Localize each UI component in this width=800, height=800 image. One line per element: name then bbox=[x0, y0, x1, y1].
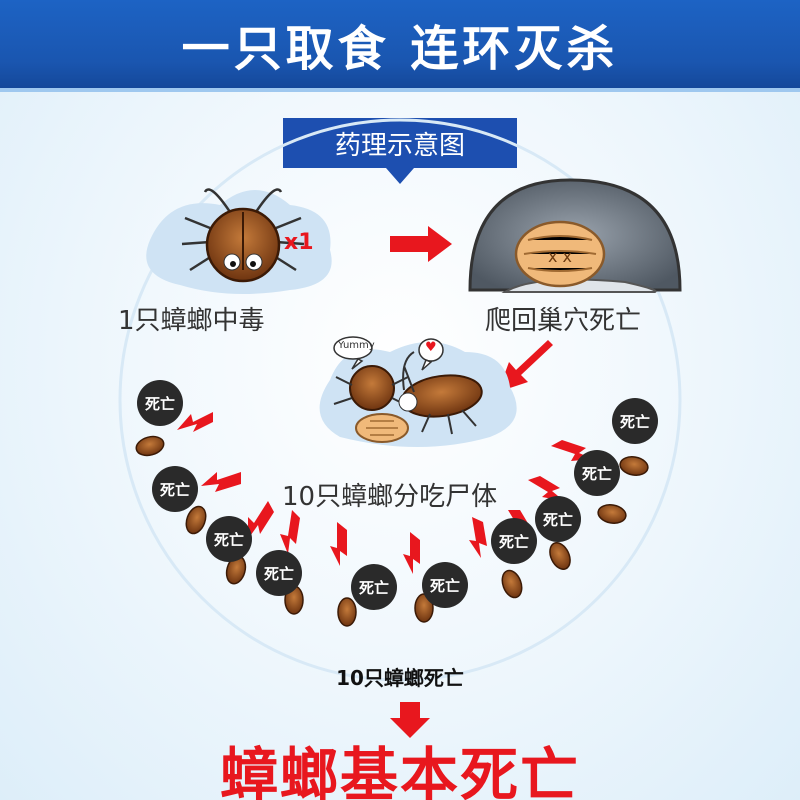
diagram-label-badge: 药理示意图 bbox=[283, 118, 517, 184]
death-badge: 死亡 bbox=[137, 380, 183, 426]
arrow-down-left-icon bbox=[201, 472, 241, 492]
arrow-down-left-icon bbox=[177, 412, 213, 432]
svg-text:x x: x x bbox=[548, 247, 572, 266]
nest-icon: x x bbox=[468, 178, 682, 293]
dead-cockroach-icon bbox=[597, 504, 627, 524]
arrow-down-left-icon bbox=[498, 340, 553, 392]
death-badge: 死亡 bbox=[491, 518, 537, 564]
step1-count: x1 bbox=[284, 230, 314, 255]
death-count-caption: 10只蟑螂死亡 bbox=[336, 666, 464, 690]
header-divider bbox=[0, 88, 800, 92]
death-badge: 死亡 bbox=[206, 516, 252, 562]
death-badge: 死亡 bbox=[612, 398, 658, 444]
dead-cockroach-icon bbox=[135, 435, 165, 457]
arrow-down-icon bbox=[280, 510, 300, 554]
arrow-down-icon bbox=[330, 522, 347, 566]
arrow-down-left-icon bbox=[248, 501, 274, 539]
arrow-down-icon bbox=[403, 532, 420, 574]
death-badge: 死亡 bbox=[152, 466, 198, 512]
eating-cockroaches-icon bbox=[333, 336, 483, 443]
arrow-down-icon bbox=[469, 517, 487, 558]
dead-cockroach-icon bbox=[185, 505, 207, 535]
header-banner: 一只取食 连环灭杀 bbox=[0, 0, 800, 88]
dead-cockroach-icon bbox=[501, 569, 523, 599]
death-badge: 死亡 bbox=[256, 550, 302, 596]
flow-circle-outline bbox=[118, 118, 682, 682]
step2-caption: 爬回巢穴死亡 bbox=[485, 306, 642, 336]
dead-cockroach-icon bbox=[337, 597, 357, 627]
dispersal-arrows bbox=[177, 412, 593, 574]
step3-caption: 10只蟑螂分吃尸体 bbox=[282, 482, 498, 512]
arrow-down-right-icon bbox=[528, 476, 564, 501]
dead-cockroach-icon bbox=[549, 542, 571, 570]
arrow-right-icon bbox=[390, 226, 452, 262]
header-title: 一只取食 连环灭杀 bbox=[181, 21, 619, 77]
death-badge: 死亡 bbox=[574, 450, 620, 496]
death-badge: 死亡 bbox=[535, 496, 581, 542]
arrow-down-icon bbox=[390, 702, 430, 738]
speech-bubble-heart-icon: ♥ bbox=[425, 340, 437, 355]
final-result-text: 蟑螂基本死亡 bbox=[219, 741, 580, 800]
diagram-label-text: 药理示意图 bbox=[334, 130, 465, 161]
speech-bubble-yummy: Yummy bbox=[338, 340, 375, 351]
step1-caption: 1只蟑螂中毒 bbox=[118, 306, 265, 336]
step1-cockroach-icon bbox=[181, 188, 305, 283]
death-badge: 死亡 bbox=[351, 564, 397, 610]
dead-cockroach-icon bbox=[619, 456, 649, 476]
death-badge: 死亡 bbox=[422, 562, 468, 608]
